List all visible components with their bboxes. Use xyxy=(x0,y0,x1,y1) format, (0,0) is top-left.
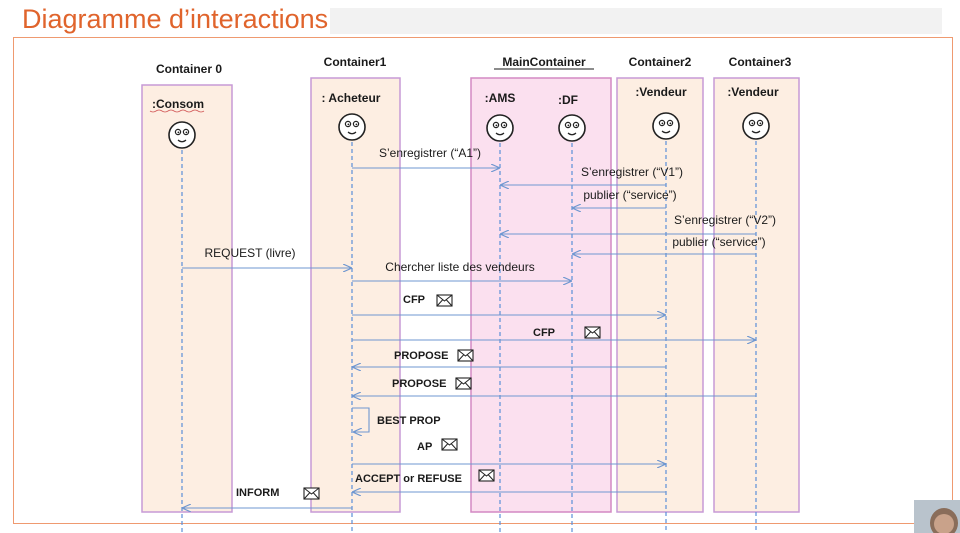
message-label: PROPOSE xyxy=(394,350,448,362)
container-box-main xyxy=(470,77,612,513)
agent-label-ams: :AMS xyxy=(485,91,516,105)
smiley-face-icon xyxy=(742,112,770,140)
envelope-icon xyxy=(303,487,320,500)
envelope-icon xyxy=(478,469,495,482)
envelope-icon xyxy=(436,294,453,307)
agent-label-consom: :Consom xyxy=(152,97,204,111)
container-name-c0: Container 0 xyxy=(156,62,222,76)
header-shade xyxy=(330,8,942,34)
message-label: INFORM xyxy=(236,487,279,499)
smiley-face-icon xyxy=(338,113,366,141)
message-label: ACCEPT or REFUSE xyxy=(355,473,462,485)
presenter-webcam-thumbnail xyxy=(914,500,960,533)
container-name-c3: Container3 xyxy=(729,55,792,69)
message-arrow-self xyxy=(352,407,370,432)
smiley-face-icon xyxy=(486,114,514,142)
envelope-icon xyxy=(457,349,474,362)
message-label: AP xyxy=(417,441,432,453)
container-name-c1: Container1 xyxy=(324,55,387,69)
envelope-icon xyxy=(441,438,458,451)
message-label: S’enregistrer (“A1”) xyxy=(379,146,481,160)
container-box-c2 xyxy=(616,77,704,513)
message-label: Chercher liste des vendeurs xyxy=(385,260,534,274)
message-label: CFP xyxy=(403,294,425,306)
message-label: CFP xyxy=(533,327,555,339)
message-label: publier (“service”) xyxy=(672,235,765,249)
message-label: S’enregistrer (“V2”) xyxy=(674,213,776,227)
slide-title: Diagramme d’interactions xyxy=(22,4,329,34)
slide-header: Diagramme d’interactions xyxy=(0,0,960,36)
container-name-main: MainContainer xyxy=(502,55,586,69)
agent-label-vendeur2: :Vendeur xyxy=(635,85,687,99)
message-label: S’enregistrer (“V1”) xyxy=(581,165,683,179)
spellcheck-underline xyxy=(149,109,205,113)
agent-label-acheteur: : Acheteur xyxy=(322,91,381,105)
container-box-c0 xyxy=(141,84,233,513)
message-label: REQUEST (livre) xyxy=(204,246,295,260)
container-name-c2: Container2 xyxy=(629,55,692,69)
message-label: BEST PROP xyxy=(377,415,441,427)
envelope-icon xyxy=(584,326,601,339)
agent-label-vendeur3: :Vendeur xyxy=(727,85,779,99)
smiley-face-icon xyxy=(558,114,586,142)
container-box-c1 xyxy=(310,77,401,513)
smiley-face-icon xyxy=(168,121,196,149)
smiley-face-icon xyxy=(652,112,680,140)
message-label: publier (“service”) xyxy=(583,188,676,202)
envelope-icon xyxy=(455,377,472,390)
agent-label-df: :DF xyxy=(558,93,578,107)
message-label: PROPOSE xyxy=(392,378,446,390)
